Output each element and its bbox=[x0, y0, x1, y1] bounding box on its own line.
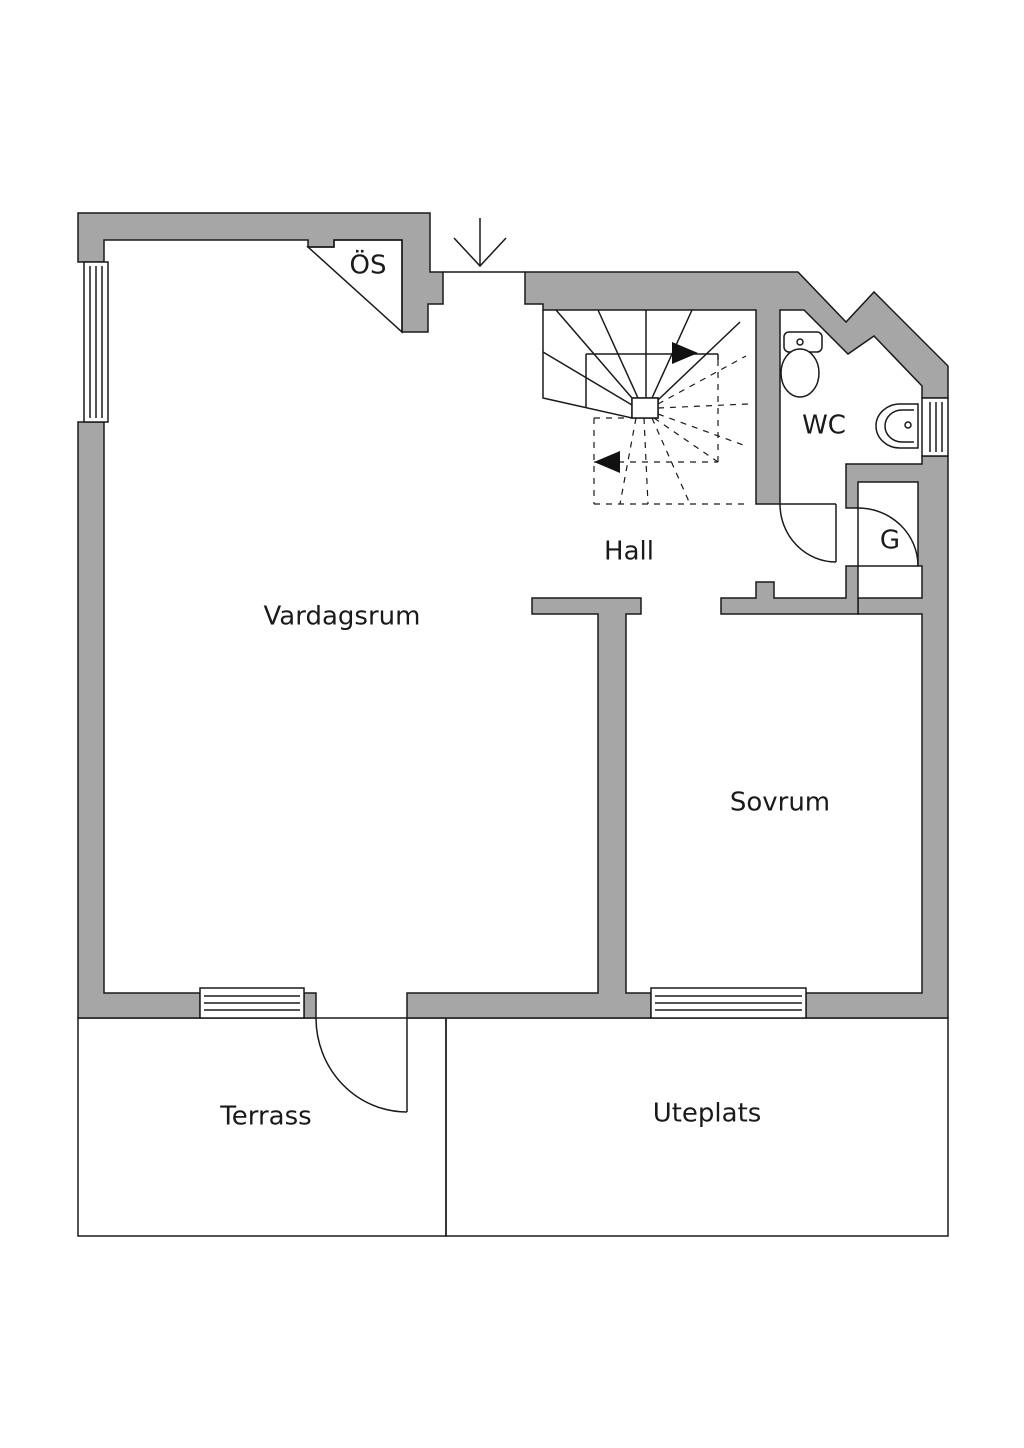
staircase bbox=[542, 309, 749, 505]
label-uteplats: Uteplats bbox=[653, 1099, 762, 1129]
window-bottom-right bbox=[650, 987, 807, 1019]
door-wc bbox=[779, 503, 837, 563]
room-labels: Vardagsrum Hall Sovrum WC ÖS G Terrass U… bbox=[219, 249, 900, 1132]
wall-hall-sovrum bbox=[720, 565, 859, 615]
entrance-arrow-icon bbox=[453, 218, 507, 268]
wall-bottom-right bbox=[805, 455, 949, 1019]
window-bottom-left bbox=[199, 987, 305, 1019]
door-g bbox=[857, 507, 919, 567]
label-wc: WC bbox=[802, 411, 846, 441]
sink-icon bbox=[875, 403, 919, 449]
window-left bbox=[83, 261, 109, 423]
wall-bottom-mid bbox=[406, 597, 652, 1019]
stair-direction-arrow-icon-2 bbox=[594, 451, 620, 473]
label-hall: Hall bbox=[604, 537, 654, 567]
window-wc bbox=[921, 397, 949, 457]
label-terrass: Terrass bbox=[219, 1102, 311, 1132]
label-sovrum: Sovrum bbox=[730, 788, 830, 818]
label-vardagsrum: Vardagsrum bbox=[264, 602, 421, 632]
label-g: G bbox=[880, 526, 900, 556]
wall-bottom-mid-left bbox=[303, 992, 317, 1019]
wall-left bbox=[77, 421, 201, 1019]
door-terrass bbox=[315, 1017, 408, 1113]
stair-direction-arrow-icon bbox=[672, 342, 698, 364]
outdoor-areas bbox=[77, 1017, 949, 1237]
wall-top-left bbox=[77, 212, 444, 333]
toilet-icon bbox=[780, 331, 823, 398]
doors bbox=[315, 271, 919, 1113]
windows bbox=[83, 261, 949, 1019]
os-storage-outline bbox=[306, 239, 403, 334]
label-os: ÖS bbox=[350, 249, 387, 281]
